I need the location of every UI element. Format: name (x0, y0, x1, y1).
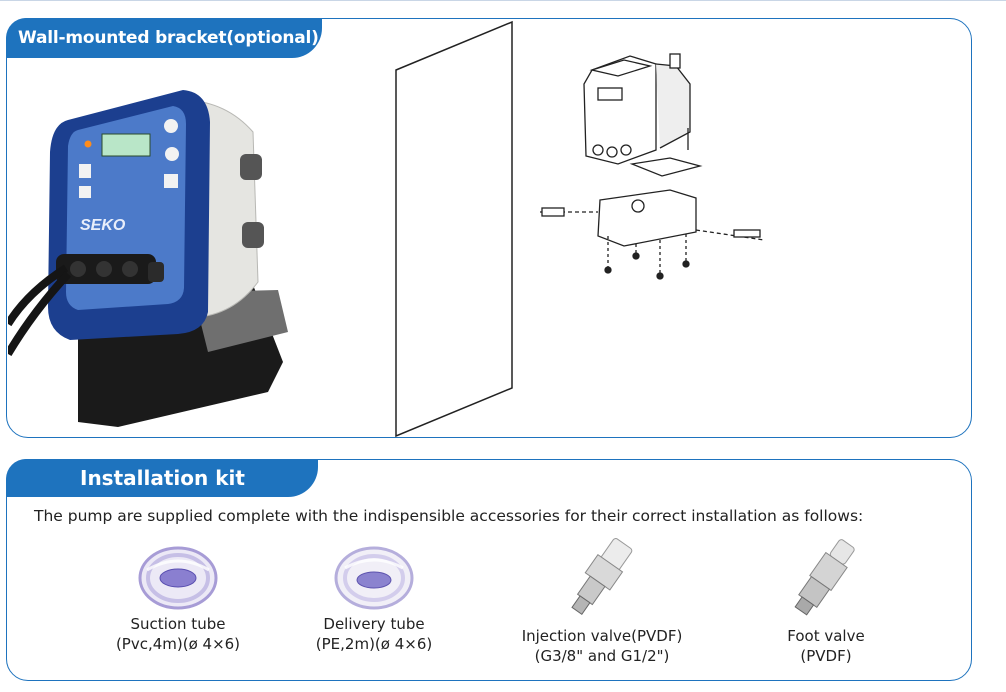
pump-fitting-bottom (242, 222, 264, 248)
top-rule (0, 0, 1006, 4)
kit-item-delivery-tube: Delivery tube (PE,2m)(ø 4×6) (292, 540, 456, 654)
pump-icon-mode (79, 186, 91, 198)
pump-button-down (165, 147, 179, 161)
drawing-nut-2 (632, 252, 640, 260)
drawing-mount-bracket (629, 157, 703, 177)
drawing-bracket-plate (597, 189, 697, 247)
drawing-nut-4 (682, 260, 690, 268)
pump-button-menu (164, 174, 178, 188)
suction-tube-name: Suction tube (130, 615, 226, 633)
injection-valve-icon (571, 538, 633, 615)
foot-valve-spec: (PVDF) (800, 647, 852, 665)
foot-valve-icon (794, 539, 855, 616)
installation-kit-title: Installation kit (6, 459, 318, 497)
pump-cable-2 (8, 271, 71, 357)
pump-connector-2 (96, 261, 112, 277)
bracket-section-title: Wall-mounted bracket(optional) (6, 18, 322, 58)
kit-item-foot-valve: Foot valve (PVDF) (756, 538, 896, 666)
injection-valve-spec: (G3/8" and G1/2") (534, 647, 670, 665)
pump-connector-1 (70, 261, 86, 277)
suction-tube-spec: (Pvc,4m)(ø 4×6) (115, 635, 241, 653)
pump-fitting-top (240, 154, 262, 180)
installation-kit-intro: The pump are supplied complete with the … (34, 507, 864, 525)
pump-led (84, 140, 92, 148)
drawing-connector-2 (606, 146, 618, 158)
pump-photo: SEKO (8, 90, 288, 427)
drawing-pump-display (597, 87, 623, 101)
drawing-nut-3 (656, 272, 664, 280)
kit-item-injection-valve: Injection valve(PVDF) (G3/8" and G1/2") (500, 538, 704, 666)
delivery-tube-name: Delivery tube (323, 615, 425, 633)
pump-connector-3 (122, 261, 138, 277)
pump-cable-1 (8, 264, 69, 327)
tube-coil-icon (334, 546, 414, 610)
kit-item-suction-tube: Suction tube (Pvc,4m)(ø 4×6) (96, 540, 260, 654)
wall-board-outline (395, 20, 513, 438)
drawing-pump-head (655, 63, 691, 149)
bracket-assembly-drawing (540, 53, 765, 280)
delivery-tube-spec: (PE,2m)(ø 4×6) (315, 635, 433, 653)
pump-icon-doc (79, 164, 91, 178)
pump-display (101, 133, 151, 157)
pump-button-up (164, 119, 178, 133)
drawing-connector-1 (592, 144, 604, 156)
drawing-screw-right (695, 229, 765, 241)
drawing-pump-body (583, 55, 657, 165)
drawing-bracket-hole (631, 199, 645, 213)
tube-coil-icon (138, 546, 218, 610)
injection-valve-name: Injection valve(PVDF) (521, 627, 683, 645)
drawing-pump-top-fitting (669, 53, 681, 69)
wall-board-drawing (395, 20, 513, 438)
drawing-connector-3 (620, 144, 632, 156)
pump-brand-logo: SEKO (80, 217, 126, 234)
foot-valve-name: Foot valve (787, 627, 865, 645)
drawing-nut-1 (604, 266, 612, 274)
pump-connector-4 (148, 262, 164, 282)
